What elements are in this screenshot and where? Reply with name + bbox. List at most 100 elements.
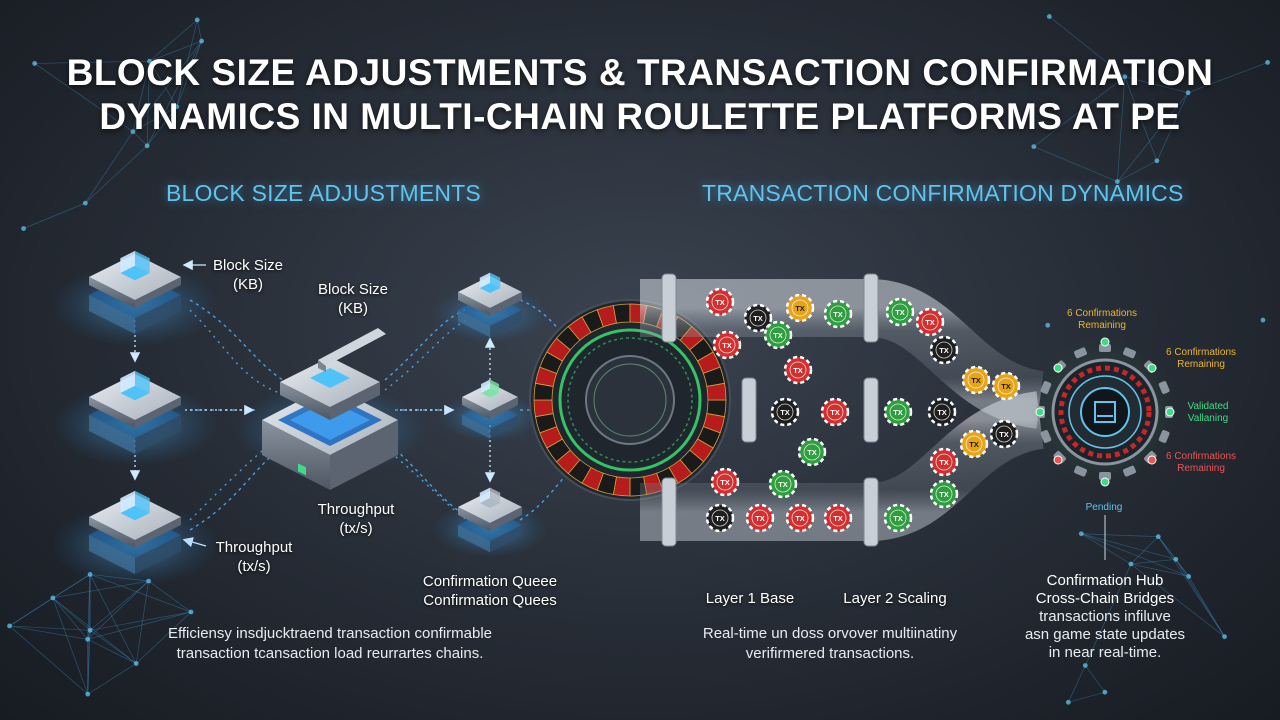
block-server-icon bbox=[439, 379, 541, 443]
poker-chip-icon: TX bbox=[883, 503, 913, 533]
chip-label: TX bbox=[722, 341, 732, 350]
network-node bbox=[144, 143, 150, 149]
poker-chip-icon: TX bbox=[883, 397, 913, 427]
network-node bbox=[1154, 158, 1160, 164]
hub-segment bbox=[1158, 430, 1170, 443]
network-node bbox=[133, 661, 139, 666]
layer1-label: Layer 1 Base bbox=[705, 590, 795, 607]
chip-label: TX bbox=[925, 318, 935, 327]
poker-chip-icon: TX bbox=[785, 503, 815, 533]
status-light bbox=[1100, 337, 1110, 347]
poker-chip-icon: TX bbox=[929, 447, 959, 477]
hub-description: Confirmation Hub Cross-Chain Bridges tra… bbox=[1024, 572, 1186, 661]
chip-label: TX bbox=[969, 440, 979, 449]
poker-chip-icon: TX bbox=[991, 371, 1021, 401]
network-node bbox=[32, 61, 38, 66]
chip-label: TX bbox=[939, 346, 949, 355]
network-node bbox=[199, 38, 204, 44]
poker-chip-icon: TX bbox=[885, 297, 915, 327]
network-node bbox=[130, 129, 136, 135]
network-node bbox=[188, 609, 194, 615]
chip-label: TX bbox=[895, 308, 905, 317]
hub-segment bbox=[1040, 430, 1052, 443]
network-node bbox=[147, 58, 152, 64]
network-node bbox=[50, 595, 56, 601]
page-title-line2: DYNAMICS IN MULTI-CHAIN ROULETTE PLATFOR… bbox=[99, 96, 1181, 137]
hub-segment bbox=[1099, 472, 1111, 480]
hub-segment bbox=[1123, 465, 1136, 477]
network-node bbox=[1155, 534, 1161, 540]
chip-label: TX bbox=[830, 408, 840, 417]
network-node bbox=[85, 636, 91, 642]
chip-label: TX bbox=[833, 514, 843, 523]
confirmation-queue-label: Confirmation Queee Confirmation Quees bbox=[422, 573, 558, 609]
chip-label: TX bbox=[999, 430, 1009, 439]
chip-label: TX bbox=[893, 408, 903, 417]
status-light bbox=[1100, 477, 1110, 487]
poker-chip-icon: TX bbox=[927, 397, 957, 427]
status-label: Pending bbox=[1085, 502, 1123, 513]
central-block-server-icon bbox=[235, 328, 425, 490]
network-node bbox=[1102, 689, 1108, 695]
poker-chip-icon: TX bbox=[783, 355, 813, 385]
confirmation-dynamics-heading: TRANSACTION CONFIRMATION DYNAMICS bbox=[702, 180, 1184, 206]
poker-chip-icon: TX bbox=[797, 437, 827, 467]
throughput-label-1: Throughput (tx/s) bbox=[317, 501, 395, 537]
block-server-icon bbox=[52, 490, 218, 587]
chip-label: TX bbox=[793, 366, 803, 375]
block-server-icon bbox=[432, 272, 548, 343]
network-node bbox=[174, 104, 180, 110]
hub-segment bbox=[1158, 381, 1170, 394]
hub-segment bbox=[1074, 465, 1087, 477]
network-node bbox=[7, 623, 12, 629]
poker-chip-icon: TX bbox=[820, 397, 850, 427]
status-light bbox=[1147, 455, 1157, 465]
hub-segment bbox=[1099, 344, 1111, 352]
status-light bbox=[1053, 455, 1063, 465]
block-server-icon bbox=[432, 487, 548, 558]
block-size-heading: BLOCK SIZE ADJUSTMENTS bbox=[166, 180, 481, 206]
chip-label: TX bbox=[937, 408, 947, 417]
poker-chip-icon: TX bbox=[959, 429, 989, 459]
poker-chip-icon: TX bbox=[710, 467, 740, 497]
poker-chip-icon: TX bbox=[961, 365, 991, 395]
poker-chip-icon: TX bbox=[743, 303, 773, 333]
chip-label: TX bbox=[1001, 382, 1011, 391]
chip-label: TX bbox=[795, 514, 805, 523]
network-node bbox=[1065, 699, 1071, 705]
block-server-icon bbox=[52, 250, 218, 347]
network-node bbox=[1265, 60, 1270, 65]
network-node bbox=[1186, 574, 1192, 579]
poker-chip-icon: TX bbox=[929, 479, 959, 509]
poker-chip-icon: TX bbox=[915, 307, 945, 337]
network-node bbox=[1031, 144, 1037, 149]
network-node bbox=[1173, 556, 1179, 562]
network-node bbox=[1114, 179, 1120, 185]
network-node bbox=[194, 17, 200, 23]
confirmation-hub-icon bbox=[1030, 337, 1180, 487]
chip-label: TX bbox=[939, 490, 949, 499]
right-caption: Real-time un doss orvover multiinatiny v… bbox=[702, 625, 958, 662]
block-size-label-2: Block Size (KB) bbox=[317, 281, 389, 317]
chip-label: TX bbox=[715, 514, 725, 523]
poker-chip-icon: TX bbox=[763, 320, 793, 350]
poker-chip-icon: TX bbox=[705, 503, 735, 533]
block-size-label-1: Block Size (KB) bbox=[212, 257, 284, 293]
poker-chip-icon: TX bbox=[929, 335, 959, 365]
wheel-segment bbox=[706, 382, 727, 401]
chip-label: TX bbox=[755, 514, 765, 523]
page-title-line1: BLOCK SIZE ADJUSTMENTS & TRANSACTION CON… bbox=[66, 52, 1214, 93]
status-light bbox=[1165, 407, 1175, 417]
status-light bbox=[1147, 363, 1157, 373]
network-node bbox=[1082, 663, 1088, 668]
hub-segment bbox=[1040, 381, 1052, 394]
chip-label: TX bbox=[795, 304, 805, 313]
status-light bbox=[1053, 363, 1063, 373]
throughput-label-2: Throughput (tx/s) bbox=[215, 539, 293, 575]
wheel-segment bbox=[612, 303, 631, 324]
network-node bbox=[82, 200, 88, 206]
chip-label: TX bbox=[807, 448, 817, 457]
